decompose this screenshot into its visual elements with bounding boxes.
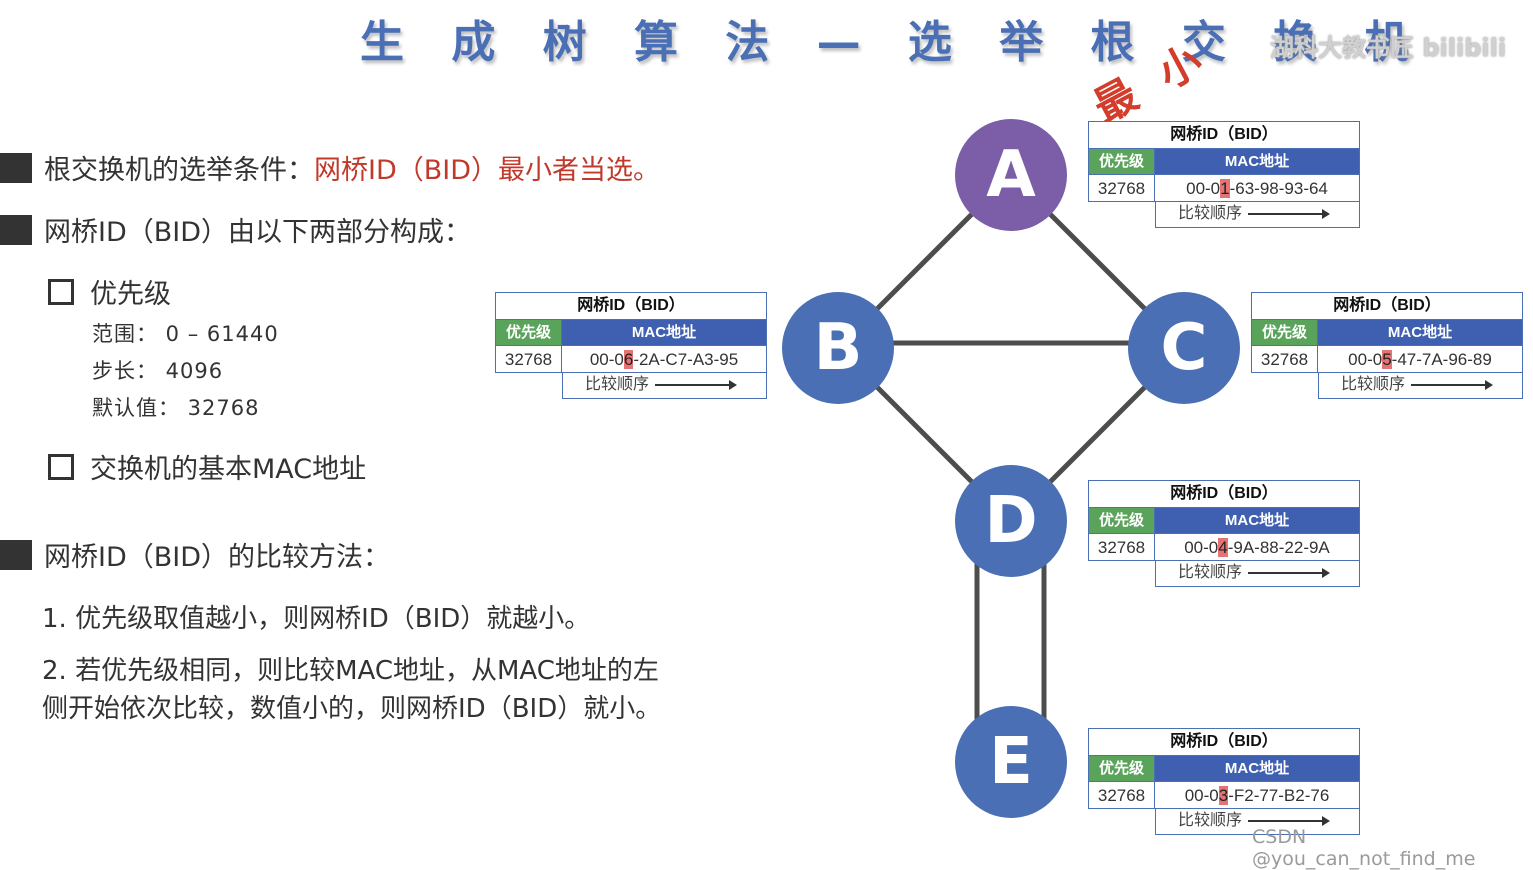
- priority-header: 优先级: [1251, 320, 1318, 346]
- arrow-right-icon: [1411, 379, 1494, 390]
- priority-default: 默认值： 32768: [92, 396, 260, 420]
- mac-highlight-digit: 3: [1218, 786, 1229, 805]
- switch-c: C: [1128, 292, 1240, 404]
- priority-header: 优先级: [1088, 149, 1155, 175]
- bid-header: 网桥ID（BID）: [1251, 292, 1523, 320]
- mac-prefix: 00-0: [1184, 538, 1219, 557]
- watermark-csdn: CSDN @you_can_not_find_me: [1252, 826, 1476, 870]
- compare-order-label: 比较顺序: [1178, 812, 1243, 829]
- mac-value: 00-03-F2-77-B2-76: [1155, 782, 1360, 809]
- bullet-compare-method: 网桥ID（BID）的比较方法：: [0, 535, 390, 574]
- mac-header: MAC地址: [1155, 756, 1360, 782]
- option-priority: 优先级: [48, 272, 171, 311]
- mac-highlight-digit: 1: [1220, 179, 1230, 198]
- mac-header: MAC地址: [1318, 320, 1523, 346]
- option-mac: 交换机的基本MAC地址: [48, 447, 366, 486]
- mac-suffix: -63-98-93-64: [1229, 179, 1328, 198]
- priority-value: 32768: [1088, 782, 1155, 809]
- priority-range: 范围： 0 – 61440: [92, 322, 279, 346]
- bid-header: 网桥ID（BID）: [495, 292, 767, 320]
- bid-header: 网桥ID（BID）: [1088, 121, 1360, 149]
- bullet-square-icon: [0, 214, 32, 245]
- priority-header: 优先级: [1088, 508, 1155, 534]
- bid-header: 网桥ID（BID）: [1088, 480, 1360, 508]
- page-title: 生 成 树 算 法 — 选 举 根 交 换 机: [360, 17, 1425, 68]
- arrow-right-icon: [1248, 567, 1331, 578]
- checkbox-icon: [48, 278, 74, 305]
- mac-suffix: -9A-88-22-9A: [1227, 538, 1330, 557]
- arrow-right-icon: [1248, 815, 1331, 826]
- watermark-logo: 湖科大教书匠 bilibili: [1270, 34, 1507, 62]
- mac-suffix: -2A-C7-A3-95: [633, 350, 739, 369]
- priority-value: 32768: [1088, 534, 1155, 561]
- compare-order-label: 比较顺序: [1178, 205, 1243, 222]
- switch-a: A: [955, 119, 1067, 231]
- switch-b: B: [782, 292, 894, 404]
- priority-value: 32768: [1088, 175, 1155, 202]
- compare-order-label: 比较顺序: [585, 376, 650, 393]
- bullet-square-icon: [0, 539, 32, 570]
- mac-prefix: 00-0: [589, 350, 624, 369]
- mac-highlight-digit: 4: [1218, 538, 1228, 557]
- priority-value: 32768: [1251, 346, 1318, 373]
- option-label: 优先级: [90, 279, 171, 310]
- priority-step: 步长： 4096: [92, 359, 224, 383]
- bullet-square-icon: [0, 152, 32, 183]
- mac-suffix: -F2-77-B2-76: [1228, 786, 1330, 805]
- bullet-highlight: 网桥ID（BID）最小者当选。: [314, 155, 661, 186]
- priority-value: 32768: [495, 346, 562, 373]
- bullet-text: 根交换机的选举条件：: [44, 155, 314, 186]
- compare-order-label: 比较顺序: [1178, 564, 1243, 581]
- compare-order: 比较顺序: [1155, 809, 1360, 835]
- compare-order: 比较顺序: [1155, 202, 1360, 228]
- arrow-right-icon: [1248, 208, 1331, 219]
- checkbox-icon: [48, 453, 74, 480]
- arrow-right-icon: [655, 379, 738, 390]
- bid-header: 网桥ID（BID）: [1088, 728, 1360, 756]
- priority-header: 优先级: [1088, 756, 1155, 782]
- compare-order: 比较顺序: [1318, 373, 1523, 399]
- mac-highlight-digit: 6: [623, 350, 634, 369]
- bullet-bid-composition: 网桥ID（BID）由以下两部分构成：: [0, 210, 471, 249]
- rule-1: 1. 优先级取值越小，则网桥ID（BID）就越小。: [42, 604, 591, 634]
- mac-prefix: 00-0: [1184, 786, 1219, 805]
- rule-2-line-1: 2. 若优先级相同，则比较MAC地址，从MAC地址的左: [42, 656, 659, 686]
- mac-suffix: -47-7A-96-89: [1391, 350, 1492, 369]
- mac-header: MAC地址: [562, 320, 767, 346]
- mac-value: 00-06-2A-C7-A3-95: [562, 346, 767, 373]
- switch-d: D: [955, 465, 1067, 577]
- compare-order-label: 比较顺序: [1341, 376, 1406, 393]
- compare-order: 比较顺序: [1155, 561, 1360, 587]
- compare-order: 比较顺序: [562, 373, 767, 399]
- priority-header: 优先级: [495, 320, 562, 346]
- mac-value: 00-04-9A-88-22-9A: [1155, 534, 1360, 561]
- mac-prefix: 00-0: [1348, 350, 1383, 369]
- bullet-election-condition: 根交换机的选举条件：网桥ID（BID）最小者当选。: [0, 148, 660, 187]
- mac-header: MAC地址: [1155, 508, 1360, 534]
- mac-value: 00-01-63-98-93-64: [1155, 175, 1360, 202]
- switch-e: E: [955, 706, 1067, 818]
- mac-value: 00-05-47-7A-96-89: [1318, 346, 1523, 373]
- mac-highlight-digit: 5: [1382, 350, 1392, 369]
- mac-prefix: 00-0: [1186, 179, 1221, 198]
- bullet-text: 网桥ID（BID）由以下两部分构成：: [44, 217, 472, 248]
- rule-2-line-2: 侧开始依次比较，数值小的，则网桥ID（BID）就小。: [42, 694, 662, 724]
- option-label: 交换机的基本MAC地址: [90, 454, 367, 485]
- bullet-text: 网桥ID（BID）的比较方法：: [44, 542, 391, 573]
- mac-header: MAC地址: [1155, 149, 1360, 175]
